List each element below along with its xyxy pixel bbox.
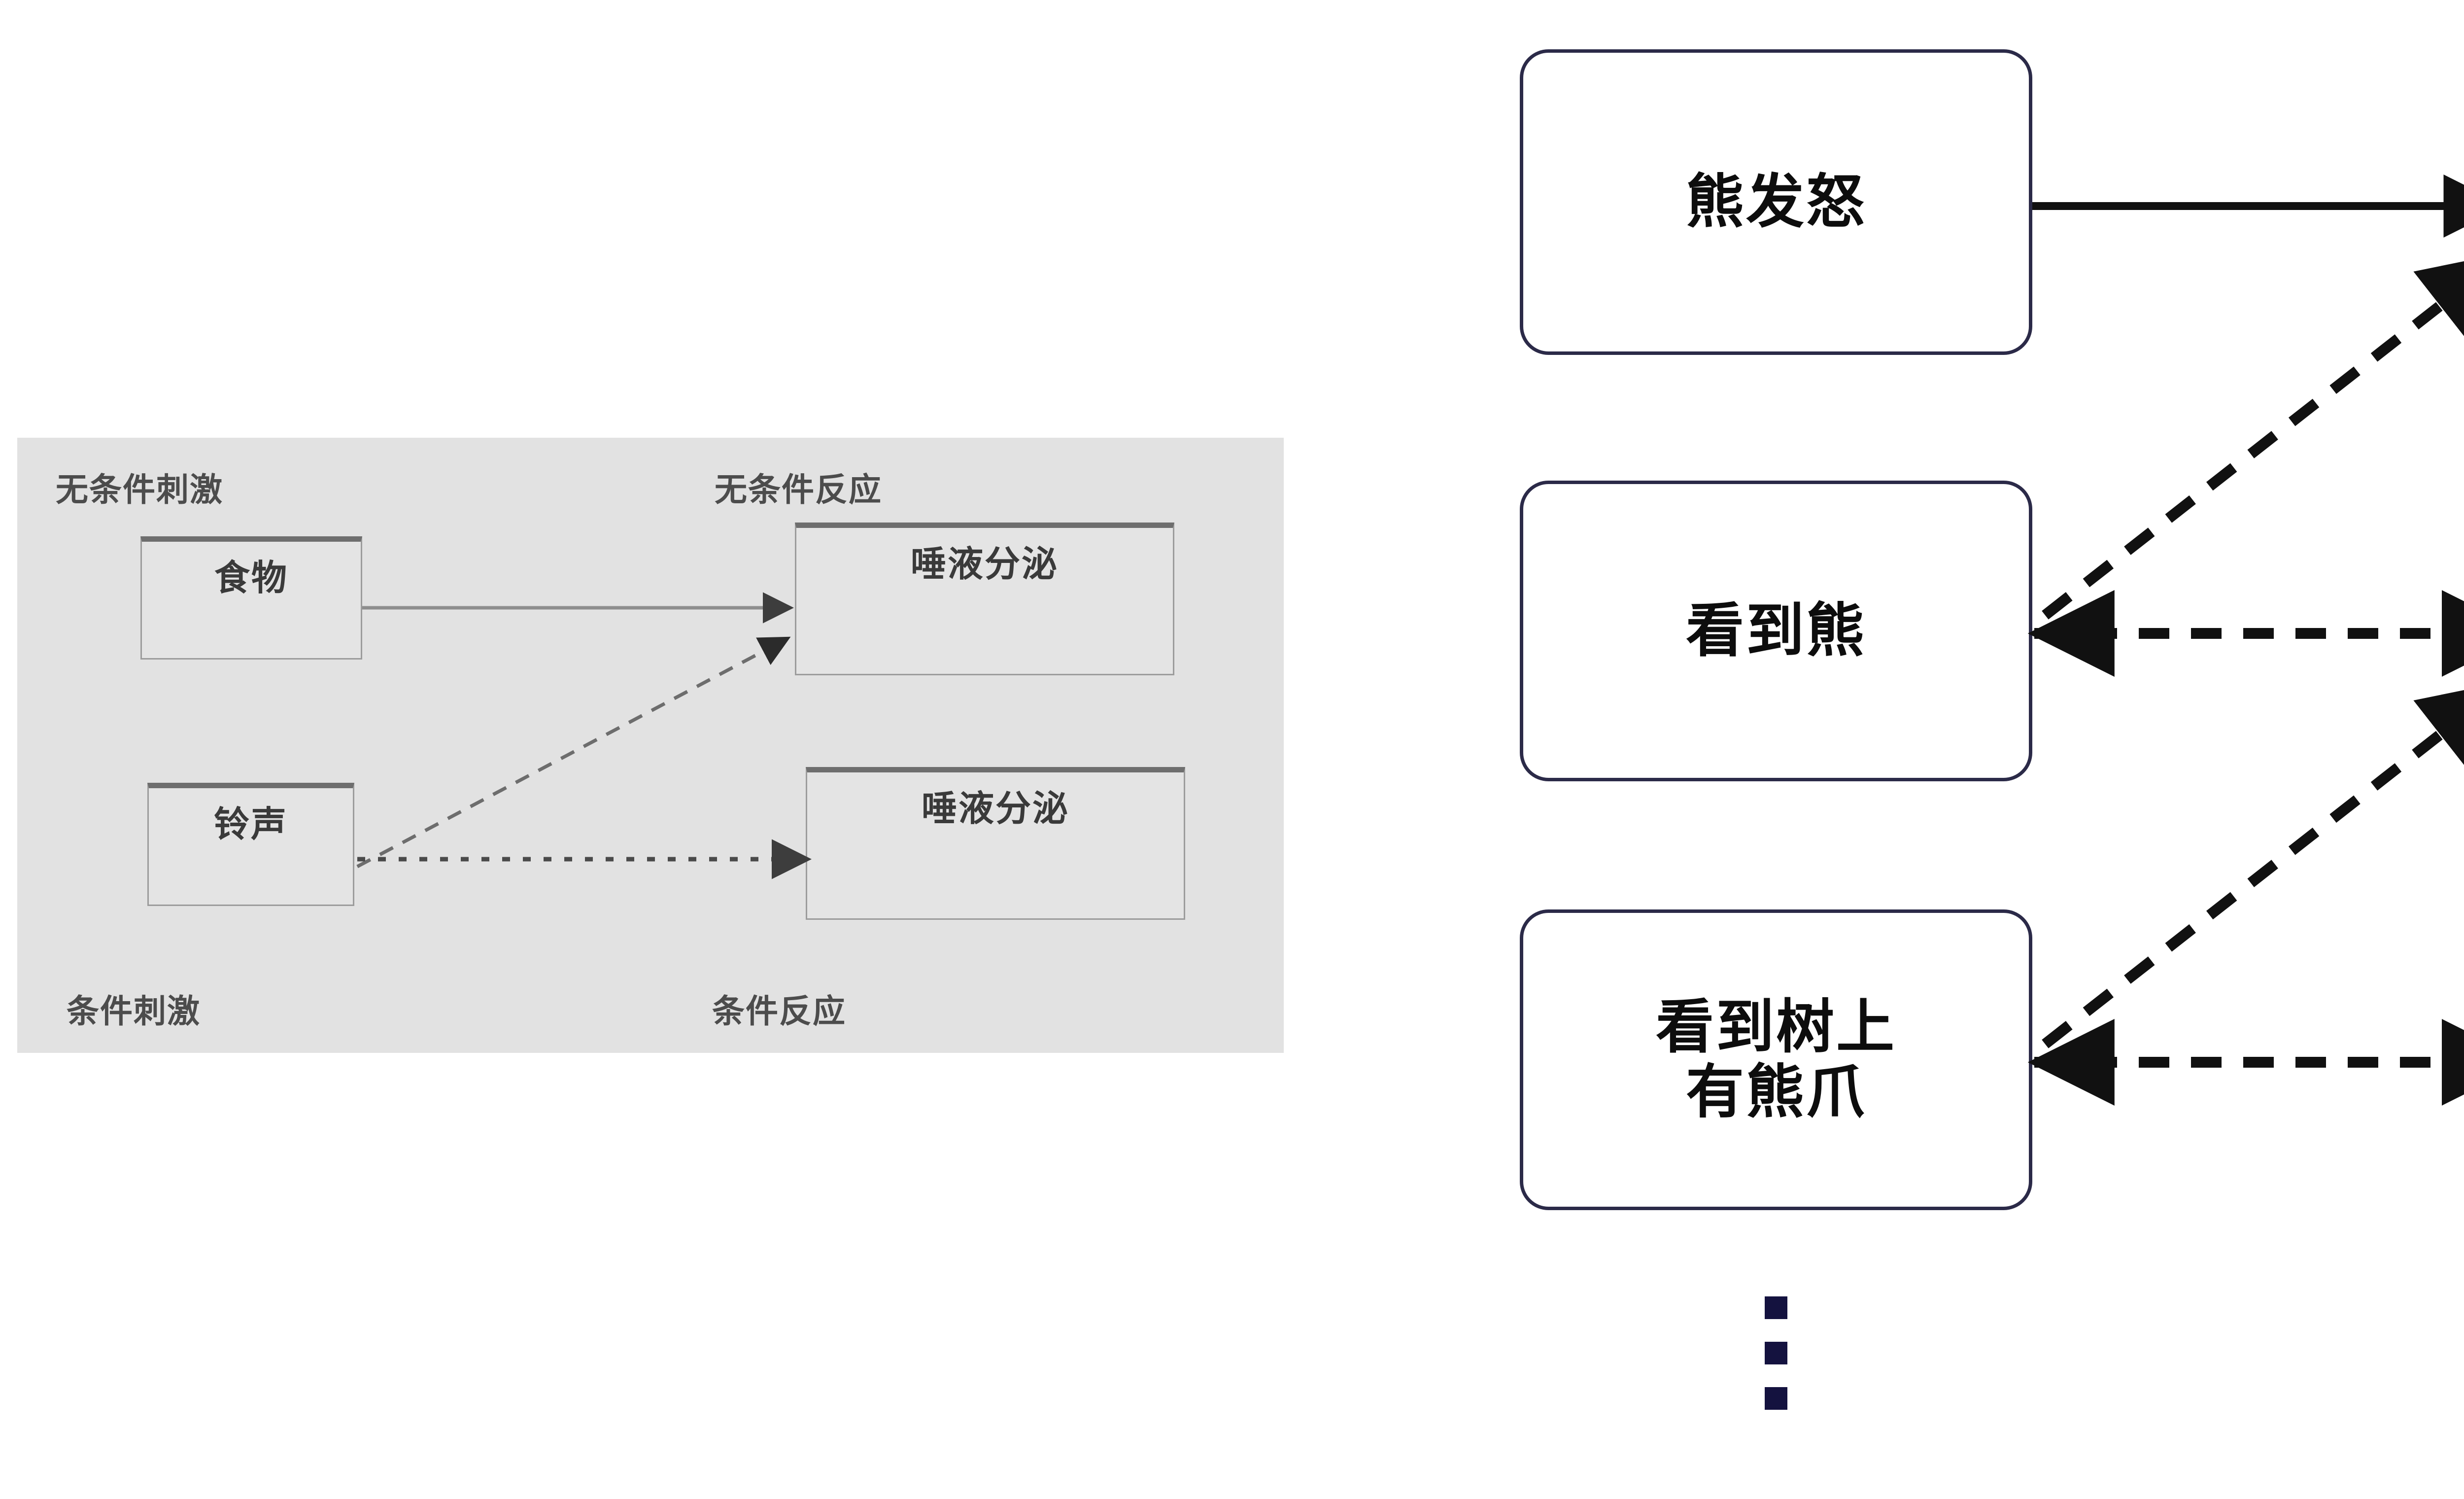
- ellipsis-left-column: [1765, 1296, 1787, 1410]
- ellipsis-dot: [1765, 1387, 1787, 1410]
- classical-conditioning-arrows: [356, 592, 812, 879]
- box-food: 食物: [140, 536, 362, 660]
- box-bell: 铃声: [147, 783, 354, 906]
- rl-box-see-claw-marks: 看到树上 有熊爪: [1520, 909, 2032, 1210]
- ellipsis-dot: [1765, 1342, 1787, 1364]
- box-bell-label: 铃声: [213, 805, 288, 844]
- caption-conditioned-stimulus: 条件刺激: [67, 993, 201, 1029]
- arrow-bell-to-salivation-unconditioned: [356, 636, 791, 869]
- ellipsis-dot: [1765, 1296, 1787, 1319]
- rl-box-see-bear: 看到熊: [1520, 481, 2032, 781]
- box-food-label: 食物: [214, 558, 288, 598]
- connector-see-claw-to-value-s-prime: [2042, 681, 2464, 1048]
- box-salivation-conditioned: 唾液分泌: [806, 767, 1185, 920]
- box-salivation-unconditioned-label: 唾液分泌: [910, 545, 1059, 584]
- rl-box-see-claw-marks-label-line2: 有熊爪: [1685, 1060, 1866, 1125]
- caption-conditioned-response: 条件反应: [712, 993, 846, 1029]
- rl-box-bear-angry-label: 熊发怒: [1685, 169, 1866, 235]
- classical-conditioning-panel: 无条件刺激 无条件反应 条件刺激 条件反应 食物 铃声 唾液分泌 唾液分泌: [17, 438, 1284, 1053]
- box-salivation-unconditioned: 唾液分泌: [795, 523, 1174, 675]
- connector-see-bear-to-reward: [2042, 252, 2464, 620]
- caption-unconditioned-stimulus: 无条件刺激: [56, 471, 223, 508]
- rl-box-bear-angry: 熊发怒: [1520, 49, 2032, 355]
- rl-box-see-bear-label: 看到熊: [1685, 598, 1866, 663]
- caption-unconditioned-response: 无条件反应: [715, 471, 882, 508]
- rl-box-see-claw-marks-label-line1: 看到树上: [1655, 994, 1896, 1060]
- box-salivation-conditioned-label: 唾液分泌: [921, 789, 1069, 829]
